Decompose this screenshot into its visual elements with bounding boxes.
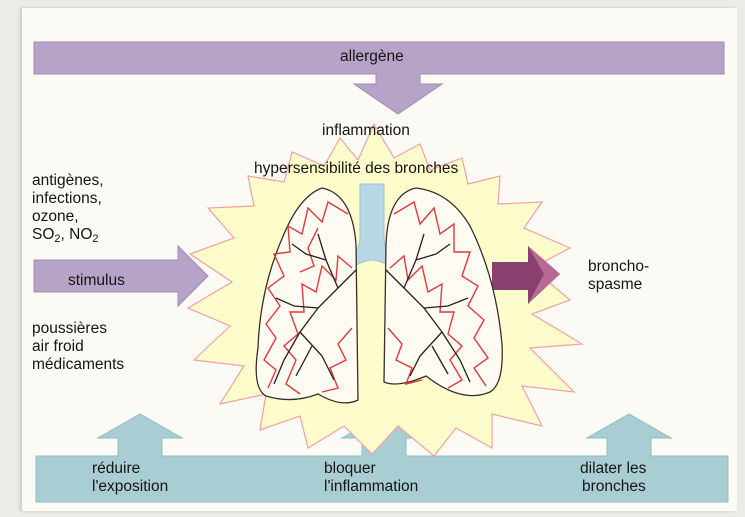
trigger-infections: infections, xyxy=(32,190,104,208)
so2-base: SO xyxy=(32,226,54,243)
bronchospasm-line-2: spasme xyxy=(588,276,649,294)
no2-subscript: 2 xyxy=(92,233,98,245)
trigger-antigens: antigènes, xyxy=(32,172,104,190)
treatment-3-line-1: dilater les xyxy=(580,460,646,478)
treatment-1-line-2: l'exposition xyxy=(92,478,168,496)
allergen-label: allergène xyxy=(340,48,404,66)
treatment-block-inflammation: bloquer l'inflammation xyxy=(324,460,418,496)
other-triggers: poussières air froid médicaments xyxy=(32,320,124,374)
bronchospasm-line-1: broncho- xyxy=(588,258,649,276)
trigger-list: antigènes, infections, ozone, SO2, NO2 xyxy=(32,172,104,244)
trigger-cold-air: air froid xyxy=(32,338,124,356)
inflammation-label: inflammation xyxy=(322,122,410,140)
treatment-3-line-2: bronches xyxy=(580,478,646,496)
treatment-dilate-bronchi: dilater les bronches xyxy=(580,460,646,496)
treatment-2-line-2: l'inflammation xyxy=(324,478,418,496)
book-page: allergène inflammation hypersensibilité … xyxy=(22,8,737,511)
hypersensitivity-label: hypersensibilité des bronches xyxy=(254,160,458,178)
no2-base: NO xyxy=(69,226,92,243)
treatment-reduce-exposure: réduire l'exposition xyxy=(92,460,168,496)
treatment-1-line-1: réduire xyxy=(92,460,168,478)
treatment-2-line-1: bloquer xyxy=(324,460,418,478)
gas-separator: , xyxy=(61,226,70,243)
trigger-dust: poussières xyxy=(32,320,124,338)
trigger-medication: médicaments xyxy=(32,356,124,374)
stimulus-label: stimulus xyxy=(68,272,125,290)
trigger-gases: SO2, NO2 xyxy=(32,226,104,244)
bronchospasm-label: broncho- spasme xyxy=(588,258,649,294)
trigger-ozone: ozone, xyxy=(32,208,104,226)
